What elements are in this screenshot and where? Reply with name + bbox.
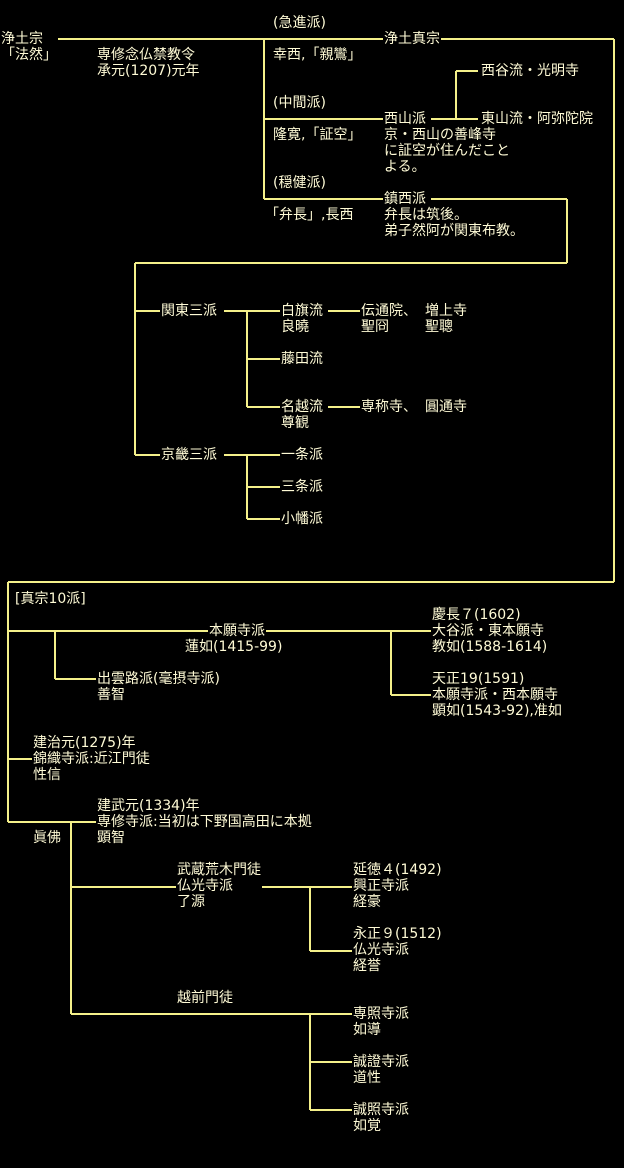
- node-jodo-shinshu: 浄土真宗: [383, 31, 441, 47]
- node-seizan: 西山派: [383, 111, 427, 127]
- node-joshoji: 誠證寺派 道性: [352, 1054, 410, 1086]
- node-zojoji: 増上寺 聖聰: [424, 303, 468, 335]
- label-kyushin: (急進派): [272, 15, 327, 31]
- person-kosai: 幸西,「親鸞」: [272, 47, 363, 63]
- node-kanto: 関東三派: [160, 303, 218, 319]
- note-ban: 専修念仏禁教令 承元(1207)元年: [97, 47, 200, 79]
- node-sanjo: 三条派: [280, 479, 324, 495]
- node-dentsuin: 伝通院、 聖冏: [360, 303, 418, 335]
- person-ryukan: 隆寛,「証空」: [272, 127, 363, 143]
- node-nagoe: 名越流 尊観: [280, 399, 324, 431]
- node-bukkoji: 武蔵荒木門徒 仏光寺派 了源: [176, 862, 262, 910]
- node-fujita: 藤田流: [280, 351, 324, 367]
- section-title-shinshu: [真宗10派]: [14, 591, 87, 607]
- node-jodoshu: 浄土宗 「法然」: [0, 31, 58, 63]
- node-kinai: 京畿三派: [160, 447, 218, 463]
- node-ichijo: 一条派: [280, 447, 324, 463]
- node-kobata: 小幡派: [280, 511, 324, 527]
- node-senshoji-temple: 専称寺、: [360, 399, 418, 415]
- person-bencho: 「弁長」,長西: [264, 207, 355, 223]
- node-nishitani: 西谷流・光明寺: [480, 63, 580, 79]
- node-bukkoji-2: 永正９(1512) 仏光寺派 経誉: [352, 926, 443, 974]
- node-nishi-honganji: 天正19(1591) 本願寺派・西本願寺 顕如(1543-92),准如: [431, 671, 563, 719]
- node-izumoji: 出雲路派(毫摂寺派) 善智: [96, 671, 221, 703]
- label-onken: (穏健派): [272, 175, 327, 191]
- label-chukan: (中間派): [272, 95, 327, 111]
- person-rennyo: 蓮如(1415-99): [184, 639, 284, 655]
- node-kinshokuji: 建治元(1275)年 錦織寺派:近江門徒 性信: [32, 735, 151, 783]
- node-koshoji: 延徳４(1492) 興正寺派 経豪: [352, 862, 443, 910]
- node-joshoji-2: 誠照寺派 如覚: [352, 1102, 410, 1134]
- node-senjuji: 建武元(1334)年 専修寺派:当初は下野国高田に本拠 顕智: [96, 798, 313, 846]
- node-higashiyama: 東山流・阿弥陀院: [480, 111, 594, 127]
- node-entsuji: 圓通寺: [424, 399, 468, 415]
- node-chinzei: 鎮西派: [383, 191, 427, 207]
- node-honganji: 本願寺派: [208, 623, 266, 639]
- node-echizen: 越前門徒: [176, 990, 234, 1006]
- node-otani: 慶長７(1602) 大谷派・東本願寺 教如(1588-1614): [431, 607, 549, 655]
- node-senshoji: 専照寺派 如導: [352, 1006, 410, 1038]
- node-shirahata: 白旗流 良曉: [280, 303, 324, 335]
- note-chinzei: 弁長は筑後。 弟子然阿が関東布教。: [383, 207, 525, 239]
- person-shinbutsu: 眞佛: [32, 830, 62, 846]
- note-seizan: 京・西山の善峰寺 に証空が住んだこと よる。: [383, 127, 511, 175]
